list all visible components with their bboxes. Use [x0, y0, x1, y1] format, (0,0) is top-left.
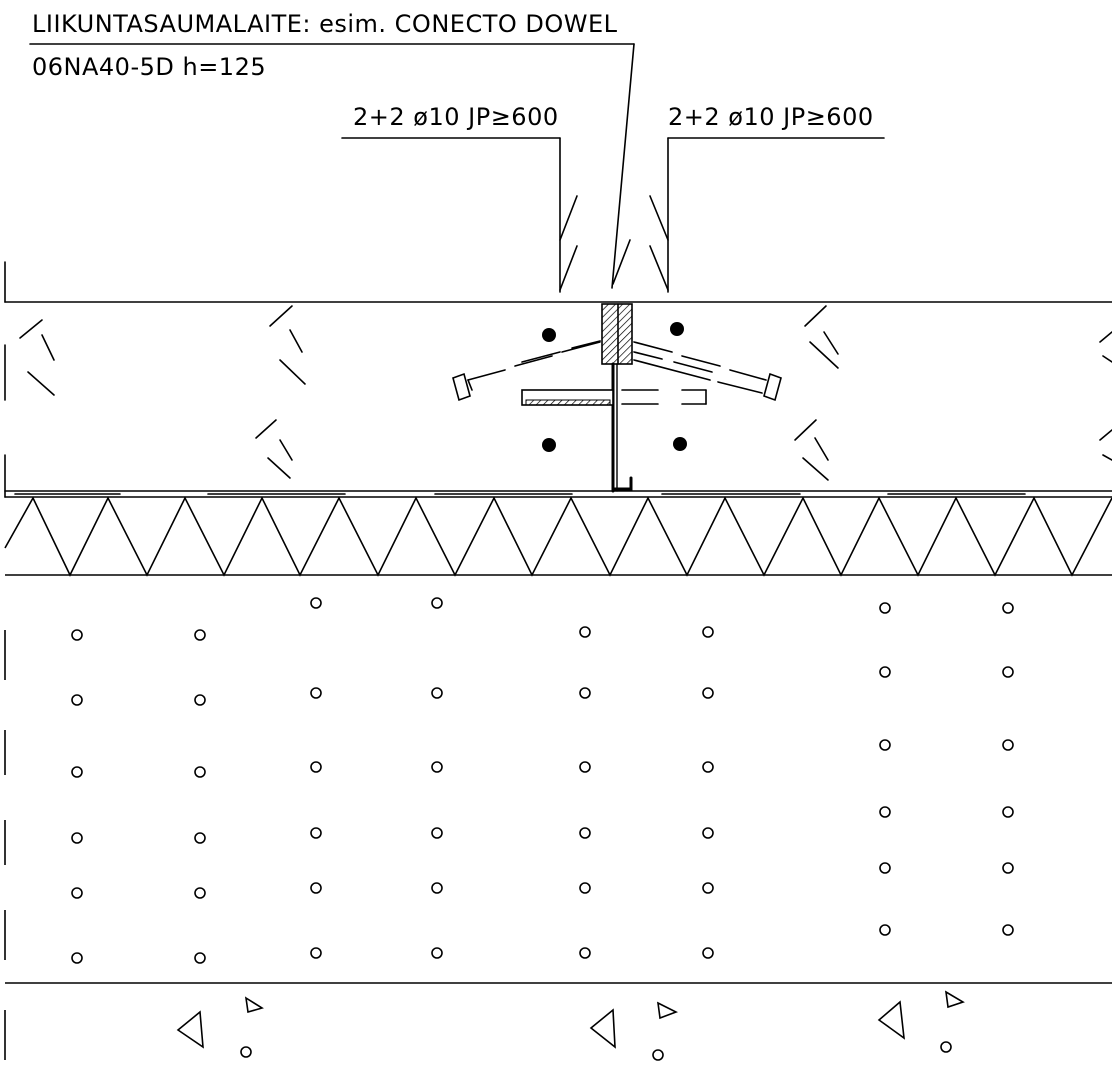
gravel-circle [1002, 806, 1014, 818]
gravel-circle [71, 832, 83, 844]
rebar-right-label: 2+2 ø10 JP≥600 [668, 103, 874, 131]
gravel-circle [310, 687, 322, 699]
gravel-circle [1002, 862, 1014, 874]
gravel-circle [310, 827, 322, 839]
gravel-circle [1002, 924, 1014, 936]
gravel-circle [431, 827, 443, 839]
gravel-circle [579, 882, 591, 894]
rebar-dot [542, 438, 556, 452]
gravel-circle [431, 687, 443, 699]
aggregate-triangle [877, 1000, 905, 1040]
gravel-circle [431, 882, 443, 894]
gravel-circle [71, 629, 83, 641]
gravel-circle [431, 761, 443, 773]
aggregate-triangle [176, 1010, 204, 1049]
rebar-left-label: 2+2 ø10 JP≥600 [353, 103, 559, 131]
gravel-circle [431, 597, 443, 609]
gravel-circle [1002, 602, 1014, 614]
gravel-circle [194, 766, 206, 778]
gravel-circle [1002, 739, 1014, 751]
gravel-circle [879, 739, 891, 751]
rebar-dot [673, 437, 687, 451]
gravel-circle [879, 806, 891, 818]
gravel-circle [310, 761, 322, 773]
aggregate-triangle [944, 990, 965, 1009]
device-leader-diagonal [611, 43, 635, 289]
gravel-circle [310, 947, 322, 959]
aggregate-circle [240, 1046, 252, 1058]
aggregate-triangle [244, 996, 264, 1014]
gravel-circle [879, 924, 891, 936]
gravel-circle [194, 629, 206, 641]
gravel-circle [194, 694, 206, 706]
rebar-dot [542, 328, 556, 342]
aggregate-triangle [589, 1008, 616, 1049]
gravel-circle [702, 882, 714, 894]
gravel-circle [71, 694, 83, 706]
joint-filler-hatched [601, 303, 633, 365]
aggregate-circle [940, 1041, 952, 1053]
gravel-circle [579, 687, 591, 699]
aggregate-circle [652, 1049, 664, 1061]
anchor-head-right [763, 372, 782, 402]
gravel-circle [310, 882, 322, 894]
gravel-circle [194, 952, 206, 964]
gravel-circle [71, 766, 83, 778]
gravel-circle [702, 761, 714, 773]
gravel-circle [71, 952, 83, 964]
gravel-circle [702, 687, 714, 699]
gravel-circle [71, 887, 83, 899]
aggregate-triangle [657, 1001, 678, 1020]
gravel-circle [702, 626, 714, 638]
rebar-dot [670, 322, 684, 336]
insulation-zigzag [4, 496, 1112, 577]
gravel-circle [579, 626, 591, 638]
gravel-circle [702, 947, 714, 959]
product-code-label: 06NA40-5D h=125 [32, 53, 266, 81]
gravel-circle [194, 887, 206, 899]
gravel-circle [879, 862, 891, 874]
gravel-circle [879, 666, 891, 678]
gravel-circle [579, 761, 591, 773]
gravel-circle [194, 832, 206, 844]
gravel-circle [310, 597, 322, 609]
gravel-circle [579, 947, 591, 959]
gravel-circle [702, 827, 714, 839]
gravel-circle [879, 602, 891, 614]
gravel-circle [1002, 666, 1014, 678]
device-label: LIIKUNTASAUMALAITE: esim. CONECTO DOWEL [32, 10, 618, 38]
anchor-head-left [452, 372, 471, 402]
gravel-circle [579, 827, 591, 839]
gravel-circle [431, 947, 443, 959]
